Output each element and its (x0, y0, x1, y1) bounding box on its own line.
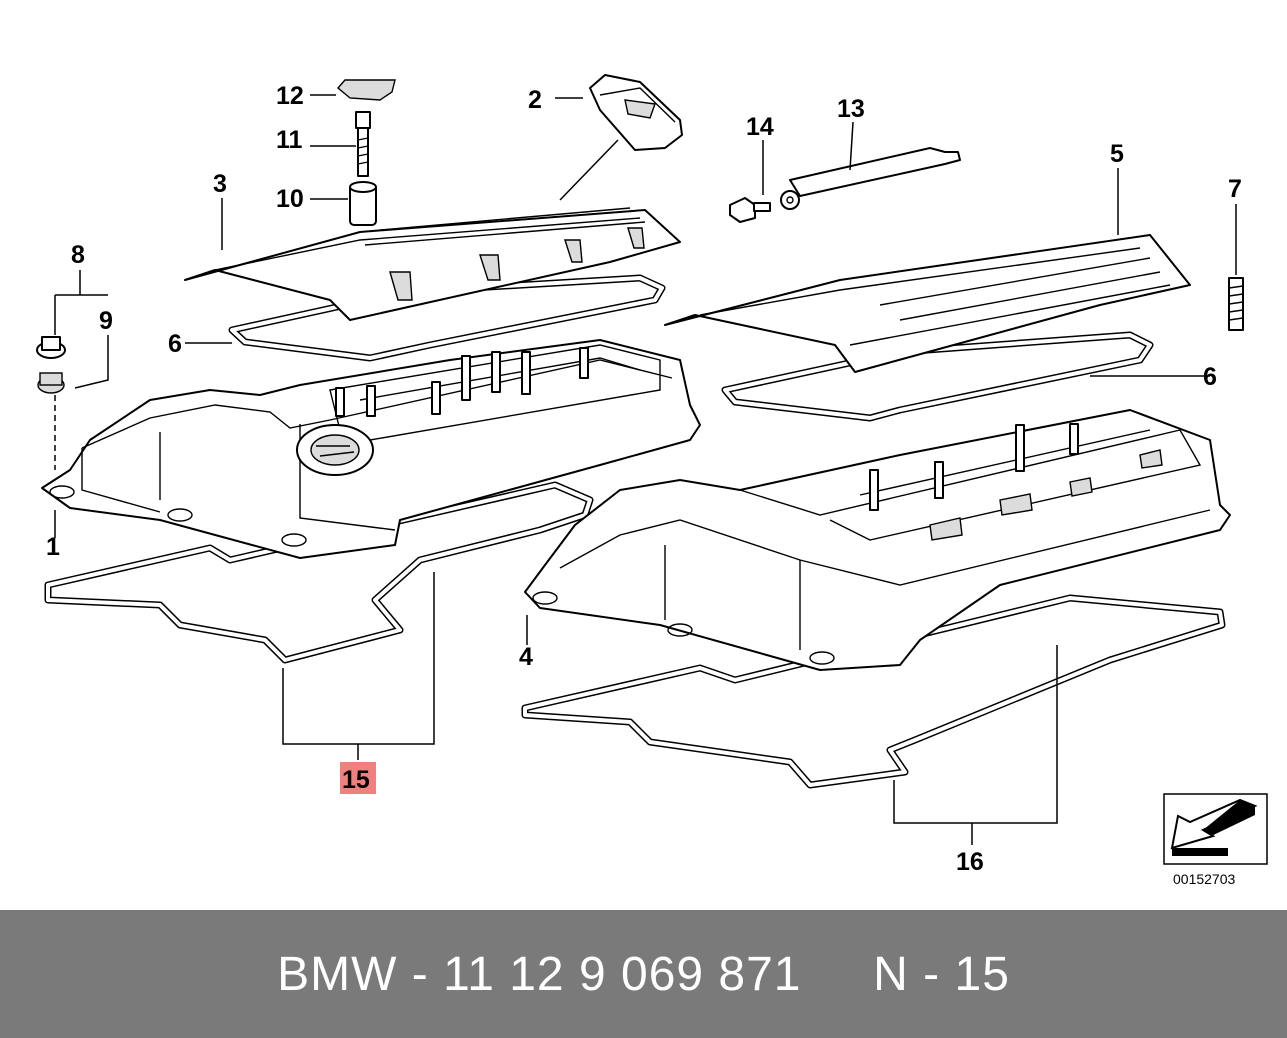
label-3: 3 (213, 170, 227, 198)
label-6-left: 6 (168, 330, 182, 358)
part-number-caption: BMW - 11 12 9 069 871 N - 15 (277, 947, 1010, 1001)
hex-screw (729, 197, 771, 223)
label-8: 8 (71, 241, 85, 269)
label-5: 5 (1110, 140, 1124, 168)
reference-number: 00152703 (1173, 871, 1236, 887)
label-2: 2 (528, 86, 542, 114)
collar-nut (36, 336, 66, 359)
ground-strap (780, 147, 961, 210)
label-15: 15 (342, 766, 370, 794)
left-cover-trim (184, 207, 681, 321)
cap-clip (337, 79, 396, 101)
rubber-washer (37, 372, 65, 394)
label-16: 16 (956, 848, 984, 876)
upper-right-gasket (721, 331, 1154, 422)
label-1: 1 (46, 533, 60, 561)
label-10: 10 (276, 185, 304, 213)
label-13: 13 (837, 95, 865, 123)
label-6-right: 6 (1203, 363, 1217, 391)
leader-lines (54, 94, 1237, 845)
oil-filler-cap (589, 74, 683, 151)
arrow-front-icon (1163, 793, 1268, 865)
label-14: 14 (746, 113, 774, 141)
label-12: 12 (276, 82, 304, 110)
label-11: 11 (276, 126, 303, 154)
label-4: 4 (519, 643, 533, 671)
left-cover-studs (335, 347, 589, 417)
parts-diagram: 12 11 10 3 2 8 9 6 1 14 13 5 7 6 4 15 16… (36, 74, 1268, 887)
left-valve-cover (41, 339, 701, 559)
grommet-bush (349, 181, 377, 226)
footer-bar: BMW - 11 12 9 069 871 N - 15 (0, 910, 1287, 1038)
right-valve-cover (524, 409, 1231, 671)
part-labels: 12 11 10 3 2 8 9 6 1 14 13 5 7 6 4 15 16 (46, 82, 1242, 876)
right-cover-trim (664, 234, 1191, 373)
label-15-highlight (340, 762, 376, 794)
label-7: 7 (1228, 175, 1242, 203)
hex-bolt (355, 111, 371, 177)
label-9: 9 (99, 307, 113, 335)
stud-bolt (1228, 277, 1244, 331)
